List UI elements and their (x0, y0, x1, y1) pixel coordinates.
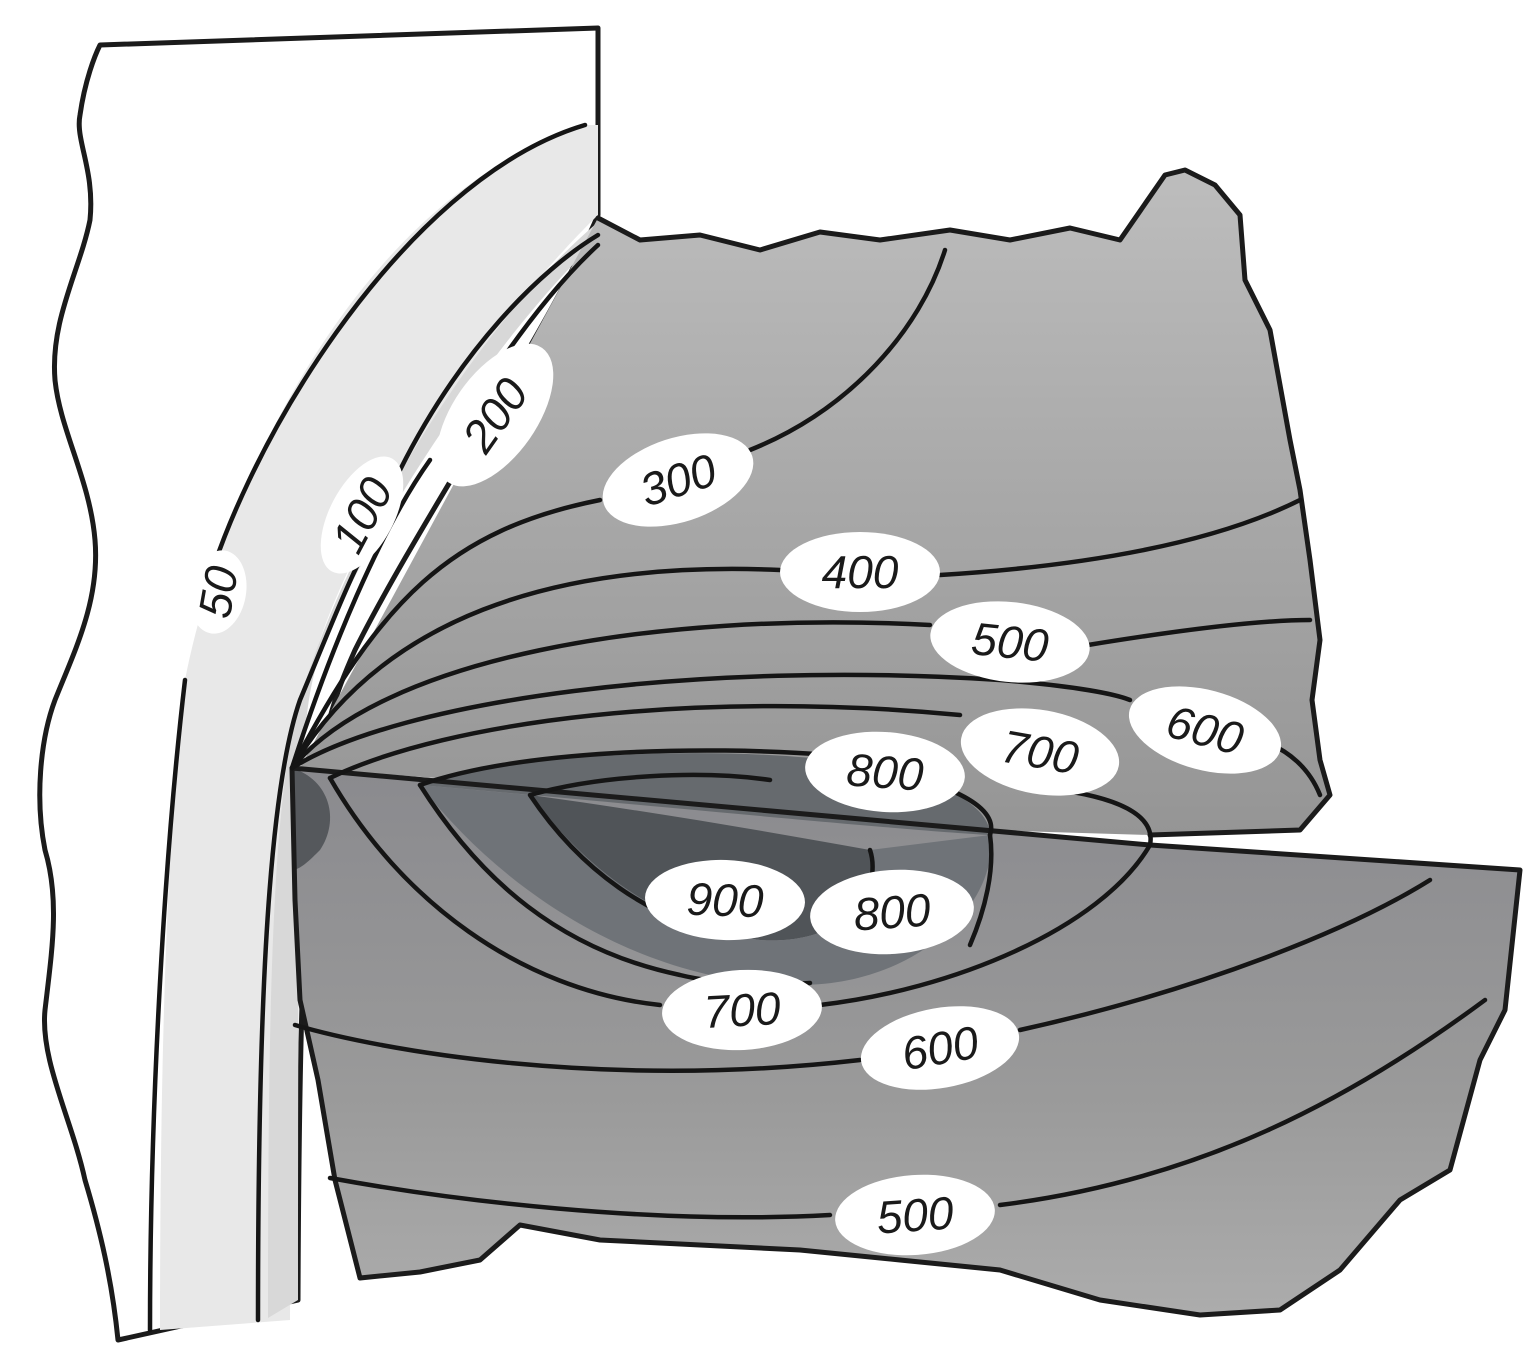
label-600-top: 600 (1128, 686, 1282, 774)
label-800-top: 800 (805, 731, 965, 813)
band-50-100 (160, 125, 598, 1330)
contour-600-front (292, 877, 1433, 1073)
label-700-front: 700 (662, 969, 822, 1051)
label-600-front: 600 (860, 1006, 1020, 1090)
label-50: 50 (188, 550, 248, 634)
contour-500-front (327, 997, 1488, 1220)
back-face-outline (595, 167, 1333, 838)
label-900: 900 (645, 859, 805, 941)
contour-400 (289, 497, 1303, 771)
label-400-text: 400 (822, 546, 899, 598)
label-700-top: 700 (960, 708, 1120, 796)
contour-50 (147, 122, 588, 1333)
contour-500-top (289, 617, 1313, 771)
label-800-front-text: 800 (852, 883, 933, 940)
label-800-top-text: 800 (845, 743, 926, 800)
label-500-front-text: 500 (875, 1186, 956, 1243)
contour-700-front (327, 775, 1153, 1008)
contour-100 (255, 232, 601, 1323)
label-50-text: 50 (188, 562, 248, 622)
label-400: 400 (780, 532, 940, 612)
contour-800-top (417, 748, 994, 838)
contour-700-top (327, 703, 1153, 848)
label-500-front: 500 (835, 1174, 995, 1256)
label-700-front-text: 700 (702, 982, 782, 1038)
band-100-200 (268, 222, 598, 1318)
contour-300 (289, 247, 948, 771)
label-300: 300 (602, 433, 754, 527)
label-500-top: 500 (930, 601, 1090, 683)
label-900-text: 900 (686, 873, 765, 928)
label-500-top-text: 500 (969, 612, 1051, 672)
left-dark-notch (292, 768, 331, 870)
label-800-front: 800 (810, 869, 974, 955)
